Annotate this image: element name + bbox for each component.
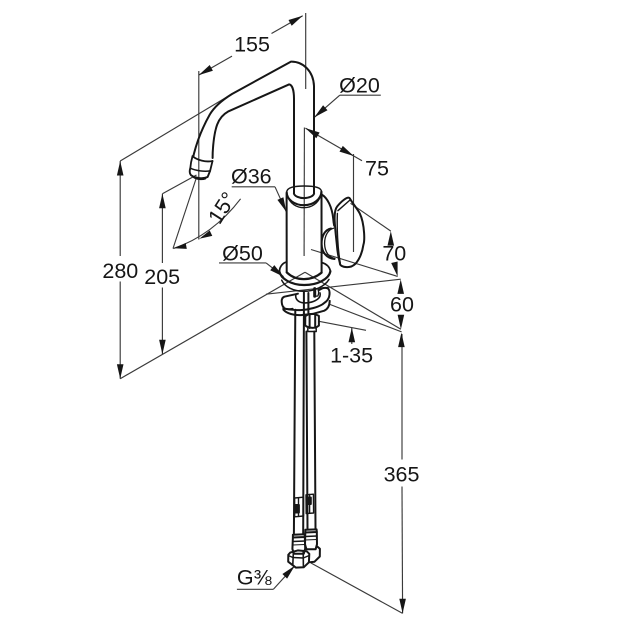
svg-text:70: 70 bbox=[382, 242, 406, 266]
svg-text:155: 155 bbox=[234, 33, 270, 57]
svg-text:Ø36: Ø36 bbox=[231, 165, 272, 189]
svg-text:Ø50: Ø50 bbox=[222, 241, 263, 265]
svg-text:60: 60 bbox=[390, 293, 414, 317]
svg-text:Ø20: Ø20 bbox=[339, 74, 380, 98]
svg-text:205: 205 bbox=[144, 265, 180, 289]
svg-text:365: 365 bbox=[384, 463, 420, 487]
svg-text:G⅜: G⅜ bbox=[237, 566, 272, 590]
svg-text:1-35: 1-35 bbox=[330, 343, 373, 367]
svg-text:280: 280 bbox=[102, 259, 138, 283]
svg-text:75: 75 bbox=[365, 157, 389, 181]
